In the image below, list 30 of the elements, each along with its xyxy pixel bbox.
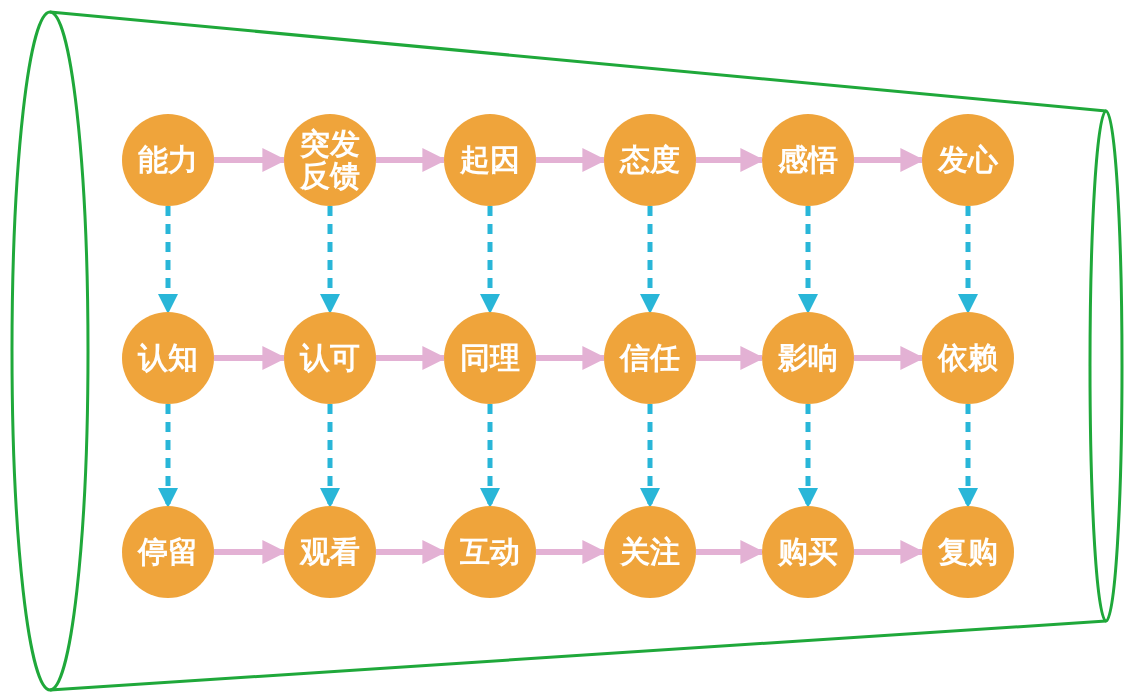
arrow [798,206,818,314]
arrow [640,206,660,314]
arrow [480,404,500,508]
step-circle: 态度 [604,114,696,206]
step-circle: 认知 [122,312,214,404]
arrow [320,404,340,508]
step-circle: 突发反馈 [284,114,376,206]
step-circle: 发心 [922,114,1014,206]
step-circle: 起因 [444,114,536,206]
step-circle: 关注 [604,506,696,598]
step-circle: 同理 [444,312,536,404]
arrow [158,404,178,508]
step-circle: 互动 [444,506,536,598]
step-circle: 认可 [284,312,376,404]
step-circle: 能力 [122,114,214,206]
step-circle: 信任 [604,312,696,404]
step-circle: 复购 [922,506,1014,598]
arrow [958,206,978,314]
step-circle: 影响 [762,312,854,404]
arrow [798,404,818,508]
step-circle: 购买 [762,506,854,598]
arrow [158,206,178,314]
arrow [958,404,978,508]
step-circle: 停留 [122,506,214,598]
arrow [320,206,340,314]
arrow [480,206,500,314]
step-circle: 观看 [284,506,376,598]
step-circle: 依赖 [922,312,1014,404]
arrow [640,404,660,508]
step-circle: 感悟 [762,114,854,206]
